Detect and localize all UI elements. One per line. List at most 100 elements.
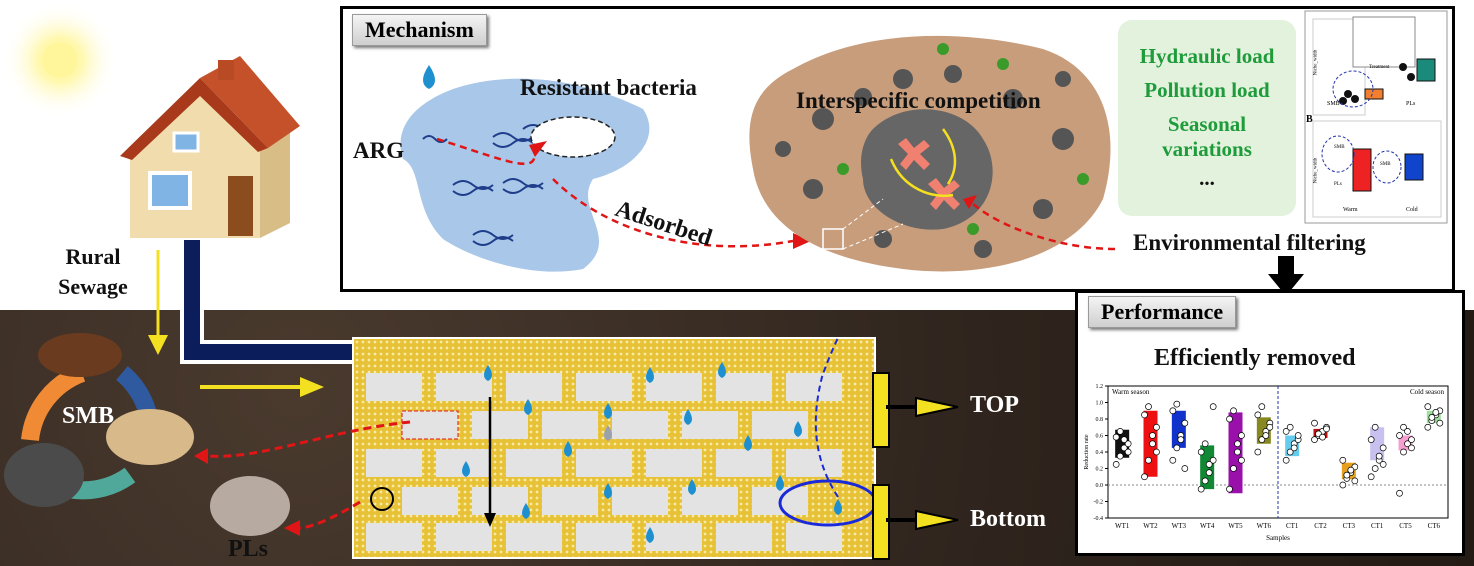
resistant-bacteria-highlight [530, 116, 616, 158]
data-point [1375, 452, 1383, 460]
data-point [1339, 456, 1347, 464]
x-tick-label: CT1 [1286, 522, 1299, 530]
mini-chart-a-xcat-pls: PLs [1406, 101, 1416, 107]
data-point [1286, 448, 1294, 456]
data-point [1201, 440, 1209, 448]
data-point [1112, 461, 1120, 468]
mini-chart-b-xcat-cold: Cold [1406, 207, 1418, 213]
data-point [1238, 456, 1245, 464]
bottom-arrow [886, 509, 959, 531]
data-point [1209, 456, 1217, 464]
droplet-icon [423, 65, 435, 89]
data-point [1371, 423, 1379, 431]
data-point [1262, 432, 1270, 439]
data-point [1379, 444, 1387, 452]
resistant-bacteria-label: Resistant bacteria [520, 75, 697, 100]
mechanism-tab: Mechanism [352, 14, 487, 46]
data-point [1205, 469, 1213, 476]
cross-icon [898, 138, 960, 210]
env-factor-pollution-load: Pollution load [1144, 78, 1270, 102]
data-point [1424, 403, 1432, 410]
pls-material [210, 476, 290, 536]
data-point [1112, 433, 1120, 441]
data-point [1404, 440, 1411, 448]
bricks [366, 373, 842, 551]
y-tick-label: 0.4 [1096, 450, 1104, 456]
data-point [1254, 448, 1262, 456]
env-factor-seasonal-variations: Seasonal variations [1162, 112, 1252, 161]
data-point [1153, 423, 1160, 431]
env-factor-more: ... [1199, 166, 1215, 190]
data-point [1347, 466, 1355, 474]
bottom-label: Bottom [970, 506, 1046, 532]
data-point [1294, 432, 1302, 439]
environmental-factors-box: Hydraulic load Pollution load Seasonal v… [1118, 20, 1296, 216]
y-tick-label: 1.0 [1096, 401, 1104, 407]
x-axis-label: Samples [1266, 534, 1290, 542]
performance-tab: Performance [1088, 296, 1237, 328]
data-point [1169, 456, 1177, 464]
data-point [1120, 436, 1128, 443]
data-point [1209, 403, 1217, 410]
data-point [1371, 465, 1379, 472]
data-point [1149, 432, 1156, 439]
inner-aggregate [861, 109, 993, 230]
data-point [1339, 481, 1347, 489]
data-point [1153, 448, 1160, 456]
data-point [1173, 444, 1181, 452]
bacteria-icon [837, 43, 1089, 235]
data-point [1124, 440, 1132, 448]
data-point [1367, 473, 1375, 481]
data-point [1120, 444, 1128, 452]
sun-icon [2, 2, 118, 118]
mini-chart-b-xcat-warm: Warm [1343, 207, 1358, 213]
data-point [1145, 403, 1152, 410]
filter-bed-details [366, 337, 878, 551]
data-point [1428, 413, 1436, 421]
x-tick-label: WT5 [1228, 522, 1243, 530]
data-point [1145, 456, 1152, 464]
down-arrow [1268, 256, 1304, 296]
data-point [1408, 436, 1415, 443]
data-point [1379, 461, 1387, 468]
smb-label: SMB [62, 403, 115, 429]
y-tick-label: 1.2 [1096, 384, 1104, 390]
data-point [1404, 428, 1411, 435]
data-point [1282, 456, 1290, 464]
data-point [1311, 419, 1318, 427]
data-point [1234, 448, 1241, 456]
biofilm-blob [400, 78, 650, 272]
data-point [1396, 432, 1403, 439]
data-point [1432, 409, 1440, 416]
droplet-icon [462, 362, 842, 543]
y-tick-label: -0.4 [1094, 516, 1104, 522]
sewage-arrow [148, 250, 168, 355]
interspecific-competition-label: Interspecific competition [796, 88, 1041, 113]
data-point [1311, 436, 1318, 443]
x-tick-label: WT1 [1115, 522, 1130, 530]
data-point [1400, 448, 1407, 456]
data-point [1197, 448, 1205, 456]
y-axis-label: Reduction rate [1084, 434, 1090, 469]
inflow-arrow [200, 377, 324, 397]
data-point [1258, 436, 1266, 443]
data-point [1282, 428, 1290, 435]
environmental-filtering-label: Environmental filtering [1133, 230, 1366, 255]
y-tick-label: 0.6 [1096, 434, 1104, 440]
data-point [1351, 477, 1359, 485]
y-tick-label: 0.2 [1096, 467, 1104, 473]
warm-season-annotation: Warm season [1112, 388, 1150, 396]
data-point [1230, 465, 1237, 472]
data-point [1436, 419, 1444, 427]
y-tick-label: 0.0 [1096, 483, 1104, 489]
data-point [1266, 423, 1274, 431]
adsorption-arrows [194, 420, 411, 536]
top-label: TOP [970, 392, 1019, 418]
mini-chart-a-ylabel: Niche_width [1313, 49, 1319, 76]
data-point [1201, 477, 1209, 485]
data-point [1408, 444, 1415, 452]
data-point [1323, 425, 1330, 433]
data-point [1290, 444, 1298, 452]
